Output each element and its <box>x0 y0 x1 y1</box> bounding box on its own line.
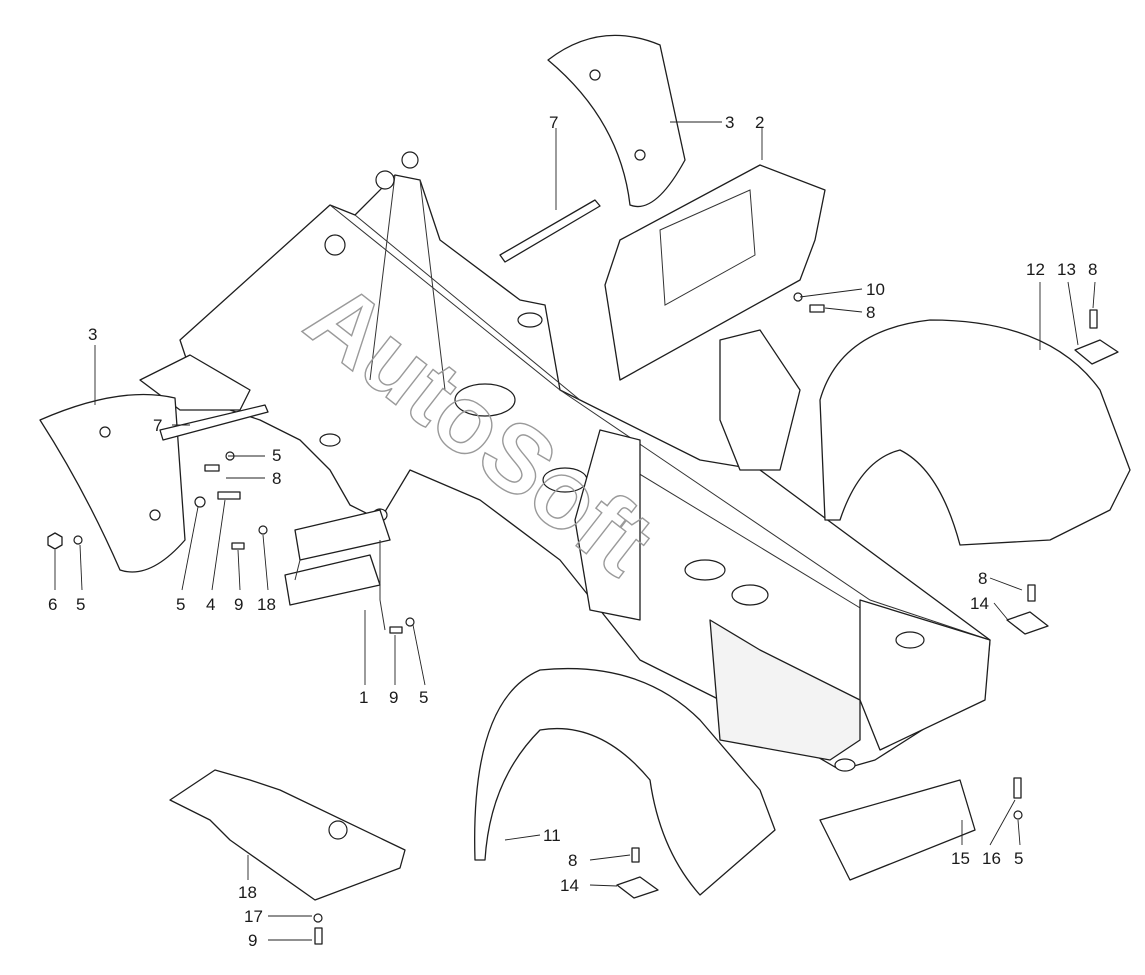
callout-18-b: 18 <box>238 883 257 902</box>
callout-8-e: 8 <box>568 851 577 870</box>
part-2-rear-panel <box>604 164 826 381</box>
callout-5-a: 5 <box>272 446 281 465</box>
main-chassis-frame <box>139 151 991 772</box>
callout-8-b: 8 <box>866 303 875 322</box>
part-14-pad-right <box>1006 611 1049 635</box>
callout-9-b: 9 <box>389 688 398 707</box>
callout-labels: 3 2 7 3 7 5 8 10 8 12 13 8 8 14 6 5 5 4 … <box>48 113 1097 950</box>
callout-9-c: 9 <box>248 931 257 950</box>
part-1-step <box>284 509 391 631</box>
callout-8-c: 8 <box>1088 260 1097 279</box>
part-3-weight-plate-left <box>39 393 186 573</box>
part-13-pad <box>1074 339 1119 365</box>
callout-3-upper: 3 <box>725 113 734 132</box>
callout-7-upper: 7 <box>549 113 558 132</box>
callout-1: 1 <box>359 688 368 707</box>
callout-4: 4 <box>206 595 215 614</box>
callout-8-d: 8 <box>978 569 987 588</box>
callout-18-a: 18 <box>257 595 276 614</box>
callout-17: 17 <box>244 907 263 926</box>
fasteners <box>47 292 1098 945</box>
callout-14-a: 14 <box>970 594 989 613</box>
callout-5-c: 5 <box>176 595 185 614</box>
part-18-floor-plate <box>169 769 406 901</box>
callout-14-b: 14 <box>560 876 579 895</box>
callout-5-e: 5 <box>1014 849 1023 868</box>
callout-12: 12 <box>1026 260 1045 279</box>
callout-15: 15 <box>951 849 970 868</box>
part-7-rod-upper <box>499 199 601 263</box>
leader-lines <box>54 121 1096 941</box>
callout-3-left: 3 <box>88 325 97 344</box>
callout-8-a: 8 <box>272 469 281 488</box>
callout-7-left: 7 <box>153 416 162 435</box>
callout-9-a: 9 <box>234 595 243 614</box>
callout-16: 16 <box>982 849 1001 868</box>
part-7-rod-left <box>159 404 269 441</box>
part-14-pad-bottom <box>616 876 659 899</box>
callout-5-b: 5 <box>76 595 85 614</box>
part-3-weight-plate-upper <box>547 34 686 208</box>
part-15-bracket <box>819 779 976 881</box>
callout-5-d: 5 <box>419 688 428 707</box>
callout-11: 11 <box>543 826 561 845</box>
part-11-front-fender <box>474 667 776 896</box>
callout-6: 6 <box>48 595 57 614</box>
part-12-rear-fender <box>819 319 1131 546</box>
callout-13: 13 <box>1057 260 1076 279</box>
callout-10: 10 <box>866 280 885 299</box>
callout-2: 2 <box>755 113 764 132</box>
